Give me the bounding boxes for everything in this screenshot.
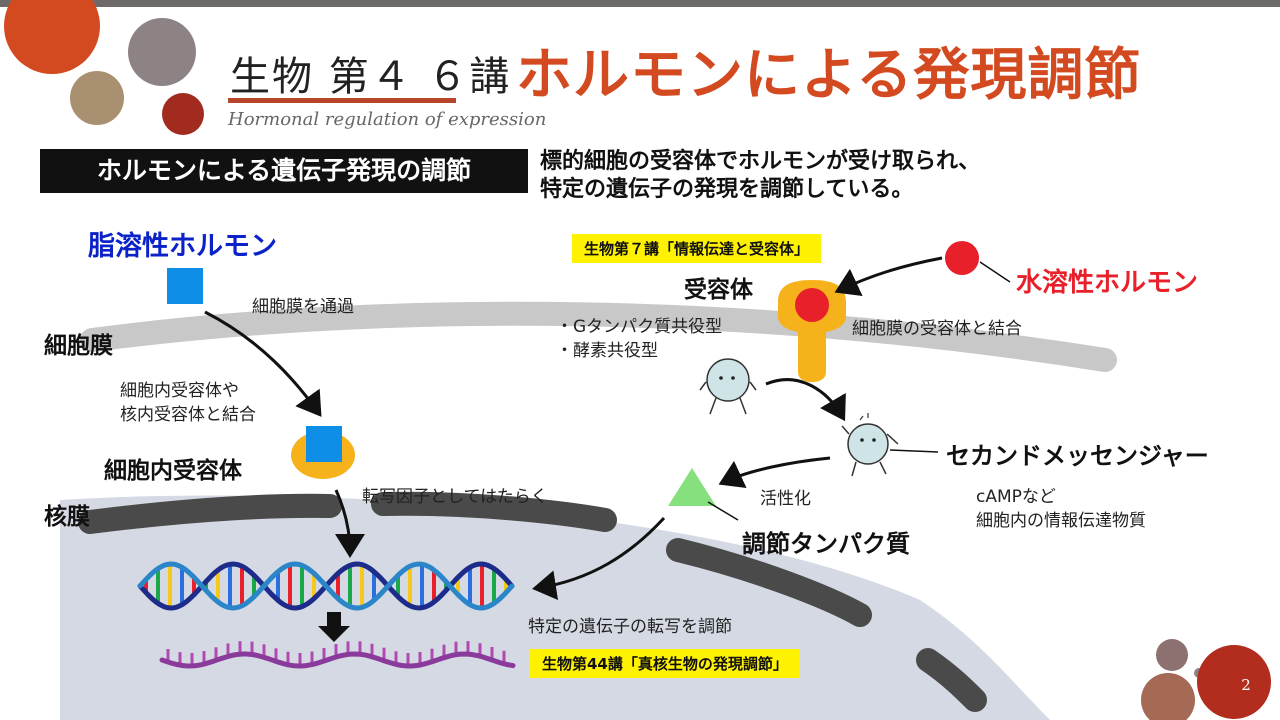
nuclear-membrane (78, 491, 987, 712)
label-lipid-hormone: 脂溶性ホルモン (88, 231, 277, 262)
title-main: 生物 第４ ６講 (230, 54, 512, 100)
label-water-hormone: 水溶性ホルモン (1016, 268, 1199, 298)
section-label: ホルモンによる遺伝子発現の調節 (40, 149, 528, 193)
label-receptor-type-1: ・Gタンパク質共役型 (556, 317, 723, 337)
bound-hormone-shape (306, 426, 342, 462)
arrow-protein-to-dna (532, 516, 666, 601)
label-transcription-factor: 転写因子としてはたらく (362, 487, 548, 507)
dna-helix (137, 561, 515, 611)
label-regulatory-protein: 調節タンパク質 (742, 530, 910, 558)
label-intracellular-receptor: 細胞内受容体 (104, 458, 242, 484)
label-bind-intracellular-2: 核内受容体と結合 (120, 405, 256, 425)
leader-water-hormone (979, 261, 1011, 283)
arrow-messenger-to-protein (718, 456, 831, 489)
label-bind-intracellular-1: 細胞内受容体や (120, 381, 239, 401)
note-lecture-7: 生物第７講「情報伝達と受容体」 (572, 234, 822, 263)
top-bar (0, 0, 1280, 7)
label-receptor-type-2: ・酵素共役型 (556, 341, 658, 361)
title-underline (228, 98, 456, 103)
down-arrow-icon (318, 612, 350, 642)
label-membrane-pass: 細胞膜を通過 (252, 297, 354, 317)
label-bind-membrane-receptor: 細胞膜の受容体と結合 (852, 319, 1022, 339)
mrna-backbone (159, 651, 516, 669)
regulatory-protein-shape (668, 468, 716, 506)
page-number: 2 (1241, 676, 1251, 694)
leader-regulatory-protein (707, 501, 739, 521)
section-description-line-1: 標的細胞の受容体でホルモンが受け取られ、 (540, 149, 981, 174)
label-second-messenger-desc-1: cAMPなど (976, 487, 1056, 507)
title-accent: ホルモンによる発現調節 (516, 43, 1142, 108)
note-lecture-44: 生物第44講「真核生物の発現調節」 (530, 649, 800, 678)
decor-circles-top (4, 0, 204, 135)
decor-circles-bottom (1141, 639, 1271, 720)
second-messenger-character-1 (699, 358, 757, 415)
label-receptor: 受容体 (684, 277, 753, 303)
membrane-receptor-shape (778, 280, 846, 382)
mrna-strand (159, 641, 516, 669)
second-messenger-character-2 (841, 413, 899, 477)
arrow-lipid-to-receptor (204, 310, 322, 417)
subtitle-english: Hormonal regulation of expression (228, 109, 547, 130)
dna-strand-b (137, 561, 515, 611)
leader-second-messenger (889, 449, 939, 453)
water-hormone-shape (945, 241, 979, 275)
arrow-receptor-to-dna (334, 489, 365, 558)
section-description-line-2: 特定の遺伝子の発現を調節している。 (540, 177, 914, 202)
arrow-hormone-to-receptor (834, 256, 943, 296)
label-second-messenger: セカンドメッセンジャー (946, 442, 1209, 470)
label-activation: 活性化 (760, 489, 811, 509)
label-second-messenger-desc-2: 細胞内の情報伝達物質 (976, 511, 1146, 531)
label-cell-membrane: 細胞膜 (44, 333, 113, 359)
lipid-hormone-shape (167, 268, 203, 304)
label-nuclear-membrane: 核膜 (44, 504, 90, 530)
arrow-receptor-to-messenger (765, 378, 846, 422)
label-regulate-transcription: 特定の遺伝子の転写を調節 (528, 617, 732, 637)
